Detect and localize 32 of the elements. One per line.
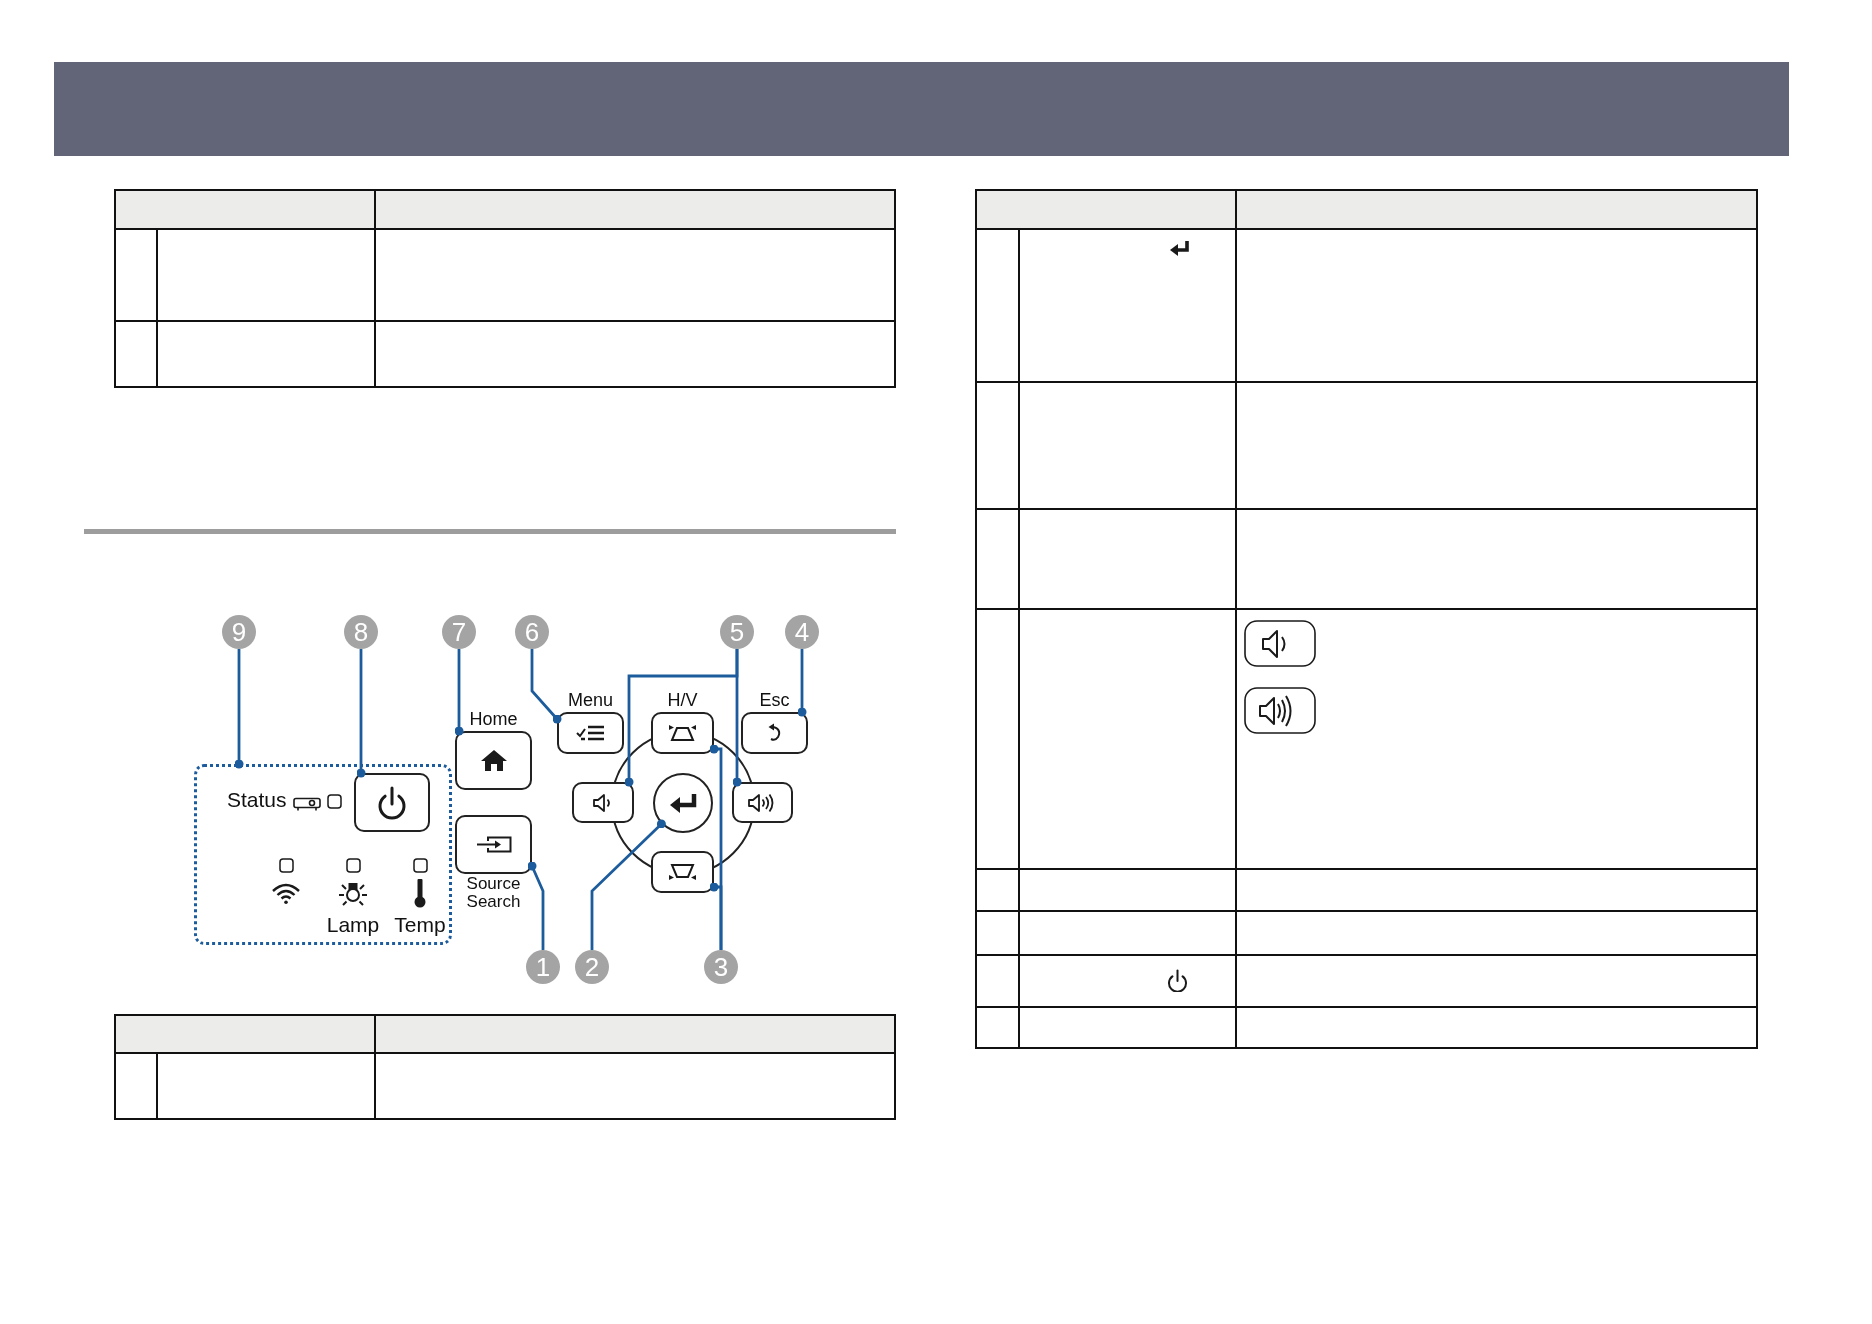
- leader-line: [590, 819, 666, 950]
- callout-number: 7: [442, 615, 476, 649]
- button-label: H/V: [667, 689, 698, 712]
- callout-number: 8: [344, 615, 378, 649]
- leader-line: [709, 882, 723, 950]
- leader-line: [234, 649, 244, 769]
- leader-line: [530, 649, 562, 724]
- callout-number: 5: [720, 615, 754, 649]
- status-label: Status: [227, 788, 287, 812]
- leader-line: [527, 861, 545, 950]
- callout-number: 1: [526, 950, 560, 984]
- callout-number: 3: [704, 950, 738, 984]
- leader-line: [454, 649, 464, 736]
- callout-number: 2: [575, 950, 609, 984]
- volume-down-button: [572, 782, 634, 823]
- callout-number: 4: [785, 615, 819, 649]
- button-label: Home: [469, 708, 518, 731]
- button-label: Source Search: [465, 875, 522, 911]
- button-label: Esc: [759, 689, 790, 712]
- enter-button: [653, 773, 713, 833]
- status-panel: [194, 764, 452, 945]
- button-label: Menu: [568, 689, 613, 712]
- power-button: [354, 773, 430, 832]
- callout-number: 6: [515, 615, 549, 649]
- keystone-button: [651, 851, 714, 893]
- indicator-label: Temp: [394, 913, 446, 937]
- callout-number: 9: [222, 615, 256, 649]
- leader-line: [732, 649, 742, 787]
- indicator-label: Lamp: [326, 913, 380, 937]
- volume-up-button: [732, 782, 793, 823]
- leader-line: [356, 649, 366, 778]
- leader-line: [797, 649, 807, 717]
